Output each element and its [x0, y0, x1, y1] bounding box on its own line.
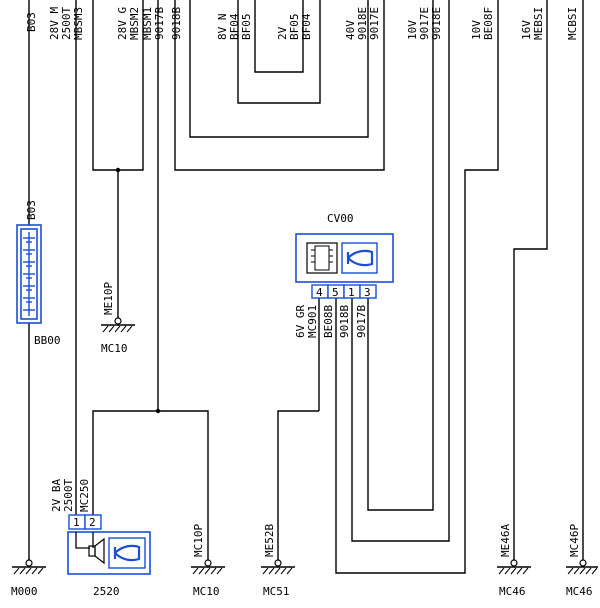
me10p-ground-label: MC10 [101, 342, 128, 355]
label-w6-l2: BF05 [288, 14, 301, 41]
label-w9-l2: BE08F [482, 7, 495, 40]
label-w7-l2: 9018E [356, 7, 369, 40]
label-w10-l1: 16V [520, 20, 533, 40]
battery-icon [16, 224, 42, 324]
ground-m000: M000 [11, 559, 46, 598]
ground-wire-label: MC10P [192, 524, 205, 557]
cv00-wire-label: BE08B [322, 305, 335, 338]
cv00-pin: 5 [332, 286, 339, 299]
2520-pin: 2 [89, 516, 96, 529]
label-w6-l1: 2V [276, 26, 289, 40]
2520-wire-label: MC250 [78, 479, 91, 512]
wire-bf04-loop [237, 0, 321, 104]
ground-label: MC10 [193, 585, 220, 598]
wire-bf05-loop [254, 0, 304, 73]
label-w7-l1: 40V [344, 20, 357, 40]
top-labels: B03 28V M 2500T MBSM3 28V G MBSM2 MBSM1 … [25, 7, 579, 40]
ground-mc51: ME52B MC51 [261, 524, 295, 598]
label-w4-l1: 9018B [170, 7, 183, 40]
bb00-label: BB00 [34, 334, 61, 347]
cv00-box [295, 233, 394, 283]
label-w3-l1: MBSM1 [141, 7, 154, 40]
label-w9-l1: 10V [470, 20, 483, 40]
label-w5-l1: 8V N [216, 14, 229, 41]
component-2520: 2V BA 2500T MC250 1 2 2520 [50, 479, 151, 598]
label-w8-l2: 9017E [418, 7, 431, 40]
2520-pin: 1 [73, 516, 80, 529]
wire-9018b-inner [189, 0, 369, 138]
label-w2-l1: 28V G [116, 7, 129, 40]
2520-wire-label: 2V BA [50, 479, 63, 512]
label-w10-l2: MEBSI [532, 7, 545, 40]
battery-inner [20, 228, 38, 320]
wire-9017e [367, 0, 434, 511]
cv00-pins: 4 5 1 3 [311, 284, 377, 299]
label-w2-l2: MBSM2 [128, 7, 141, 40]
ground-label: MC46 [566, 585, 593, 598]
label-w8-l3: 9018E [430, 7, 443, 40]
2520-wire-label: 2500T [62, 479, 75, 512]
junction-dot [115, 167, 121, 173]
junction-dot [155, 408, 161, 414]
2520-label: 2520 [93, 585, 120, 598]
cv00-label: CV00 [327, 212, 354, 225]
label-w8-l1: 10V [406, 20, 419, 40]
cv00-pin: 1 [348, 286, 355, 299]
component-bb00: B03 BB00 [16, 200, 61, 347]
wire-be08 [335, 0, 499, 574]
horn-icon [341, 242, 378, 274]
wire-9018b-outer [174, 0, 385, 171]
component-cv00: CV00 4 5 1 3 6V GR MC901 BE08B 9018B 901… [294, 212, 394, 338]
cv00-pin: 3 [364, 286, 371, 299]
chip-icon [306, 242, 338, 274]
ground-wire-label: ME46A [499, 524, 512, 557]
cv00-wire-label: 9017B [355, 305, 368, 338]
ground-wire-label: ME52B [263, 524, 276, 557]
label-b03-top: B03 [25, 12, 38, 32]
ground-mc46a: ME46A MC46 [497, 524, 531, 598]
cv00-wire-label: 6V GR [294, 305, 307, 338]
label-w1-l3: MBSM3 [72, 7, 85, 40]
wire-me52b [277, 410, 319, 560]
ground-wire-label: MC46P [568, 524, 581, 557]
label-w5-l3: BF05 [240, 14, 253, 41]
ground-label: MC46 [499, 585, 526, 598]
ground-mc46p: MC46P MC46 [566, 524, 598, 598]
label-w3-l2: 9017B [153, 7, 166, 40]
wire-mebsi [513, 0, 548, 560]
ground-me10p: ME10P MC10 [101, 282, 135, 355]
wire-9018e [351, 0, 450, 542]
ground-mc10: MC10P MC10 [191, 524, 225, 598]
me10p-wire-label: ME10P [102, 282, 115, 315]
horn-icon [108, 537, 146, 569]
label-w1-l1: 28V M [48, 7, 61, 40]
cv00-pin: 4 [316, 286, 323, 299]
cv00-wire-label: MC901 [306, 305, 319, 338]
wire-mc10p [158, 410, 209, 560]
ground-label: M000 [11, 585, 38, 598]
label-w7-l3: 9017E [368, 7, 381, 40]
bb00-label-top: B03 [25, 200, 38, 220]
cv00-wire-label: 9018B [338, 305, 351, 338]
label-w1-l2: 2500T [60, 7, 73, 40]
wire-9017b-to-pin2 [92, 410, 158, 515]
label-w11-l1: MCBSI [566, 7, 579, 40]
2520-box [67, 531, 151, 575]
label-w6-l3: BF04 [300, 13, 313, 40]
wires [28, 0, 584, 574]
ground-label: MC51 [263, 585, 290, 598]
